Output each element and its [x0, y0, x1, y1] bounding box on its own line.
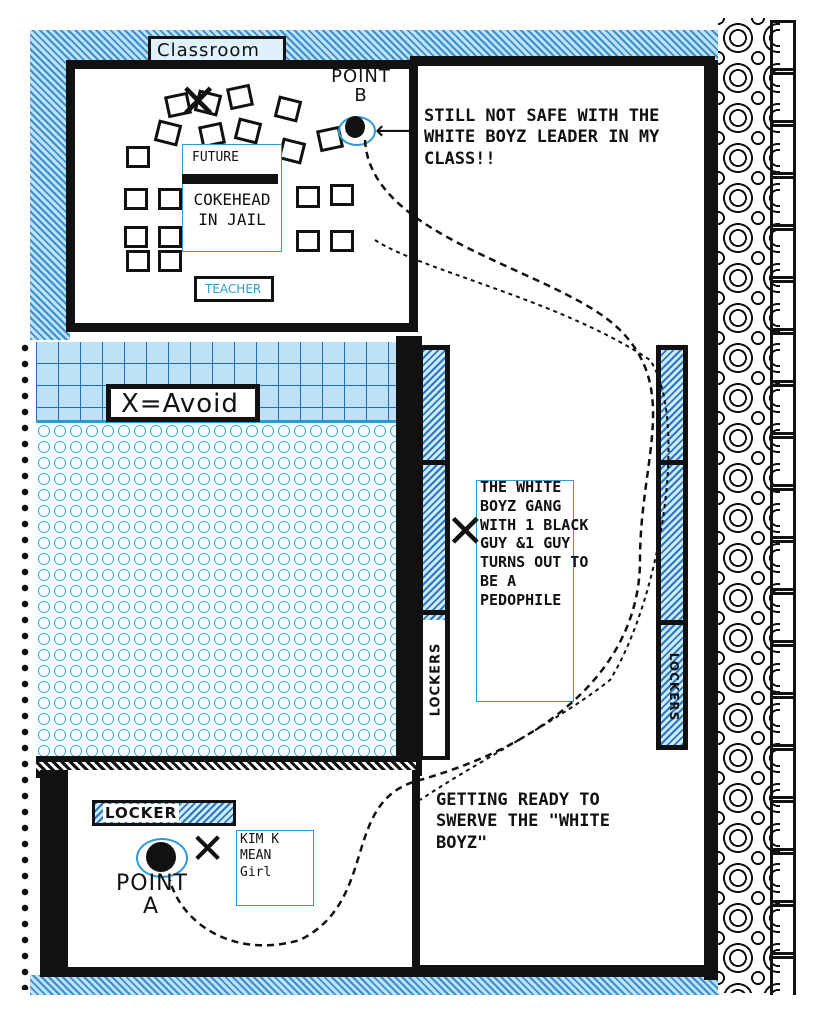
- courtyard-tiles: [36, 342, 398, 422]
- lockers-middle-divider-1: [418, 460, 450, 465]
- desk: [330, 230, 354, 252]
- gang-note-box: [476, 480, 574, 702]
- desk: [158, 226, 182, 248]
- teacher-label: TEACHER: [205, 282, 262, 296]
- desk: [158, 250, 182, 272]
- x-mark-icon: ✕: [190, 824, 227, 873]
- dotted-border-left: [18, 340, 32, 990]
- avoid-legend-text: X=Avoid: [121, 389, 239, 419]
- border-bottom: [30, 975, 720, 995]
- desk: [330, 184, 354, 206]
- getting-ready-note: GETTING READY TO SWERVE THE "WHITE BOYZ": [436, 790, 610, 853]
- classroom-label: Classroom: [157, 40, 260, 61]
- avoid-legend: X=Avoid: [106, 384, 260, 422]
- eye-icon: [136, 838, 188, 878]
- point-b-label: POINT B: [331, 66, 391, 106]
- hallway-right-wall: [704, 60, 718, 980]
- kim-note: KIM K MEAN Girl: [240, 832, 280, 880]
- desk: [158, 188, 182, 210]
- kim-note-box: [236, 830, 314, 906]
- lockers-middle-label-box: [423, 620, 445, 756]
- cokehead-label: COKEHEAD IN JAIL: [193, 190, 271, 229]
- lockers-right-divider-2: [656, 620, 688, 625]
- classroom-door-line: [410, 64, 414, 249]
- arrow-icon: ⟵: [375, 116, 413, 146]
- point-a-label: POINT A: [116, 871, 188, 920]
- desk: [126, 250, 150, 272]
- locker-bottom: LOCKER: [92, 800, 236, 826]
- desk: [296, 230, 320, 252]
- gang-note: THE WHITE BOYZ GANG WITH 1 BLACK GUY &1 …: [480, 478, 589, 609]
- courtyard-floor: [36, 420, 398, 763]
- bottom-room-left-wall: [40, 770, 68, 975]
- lockers-middle-divider-2: [418, 610, 450, 615]
- point-b-dot: [345, 116, 365, 138]
- lockers-right-divider-1: [656, 460, 688, 465]
- future-label: FUTURE: [192, 150, 239, 165]
- brick-column-right: [770, 20, 796, 995]
- teacher-desk: TEACHER: [194, 276, 274, 302]
- future-box: [182, 144, 282, 252]
- swirl-wall-right: [718, 18, 780, 993]
- x-mark-icon: ✕: [178, 74, 220, 130]
- locker-bottom-label: LOCKER: [103, 804, 180, 822]
- desk: [126, 146, 150, 168]
- desk: [124, 226, 148, 248]
- hallway-top-wall: [410, 56, 715, 66]
- desk: [124, 188, 148, 210]
- desk: [296, 186, 320, 208]
- x-mark-icon: ✕: [446, 504, 486, 558]
- future-strikeout: [182, 174, 278, 184]
- still-not-safe-note: STILL NOT SAFE WITH THE WHITE BOYZ LEADE…: [424, 106, 660, 169]
- border-left: [30, 30, 70, 340]
